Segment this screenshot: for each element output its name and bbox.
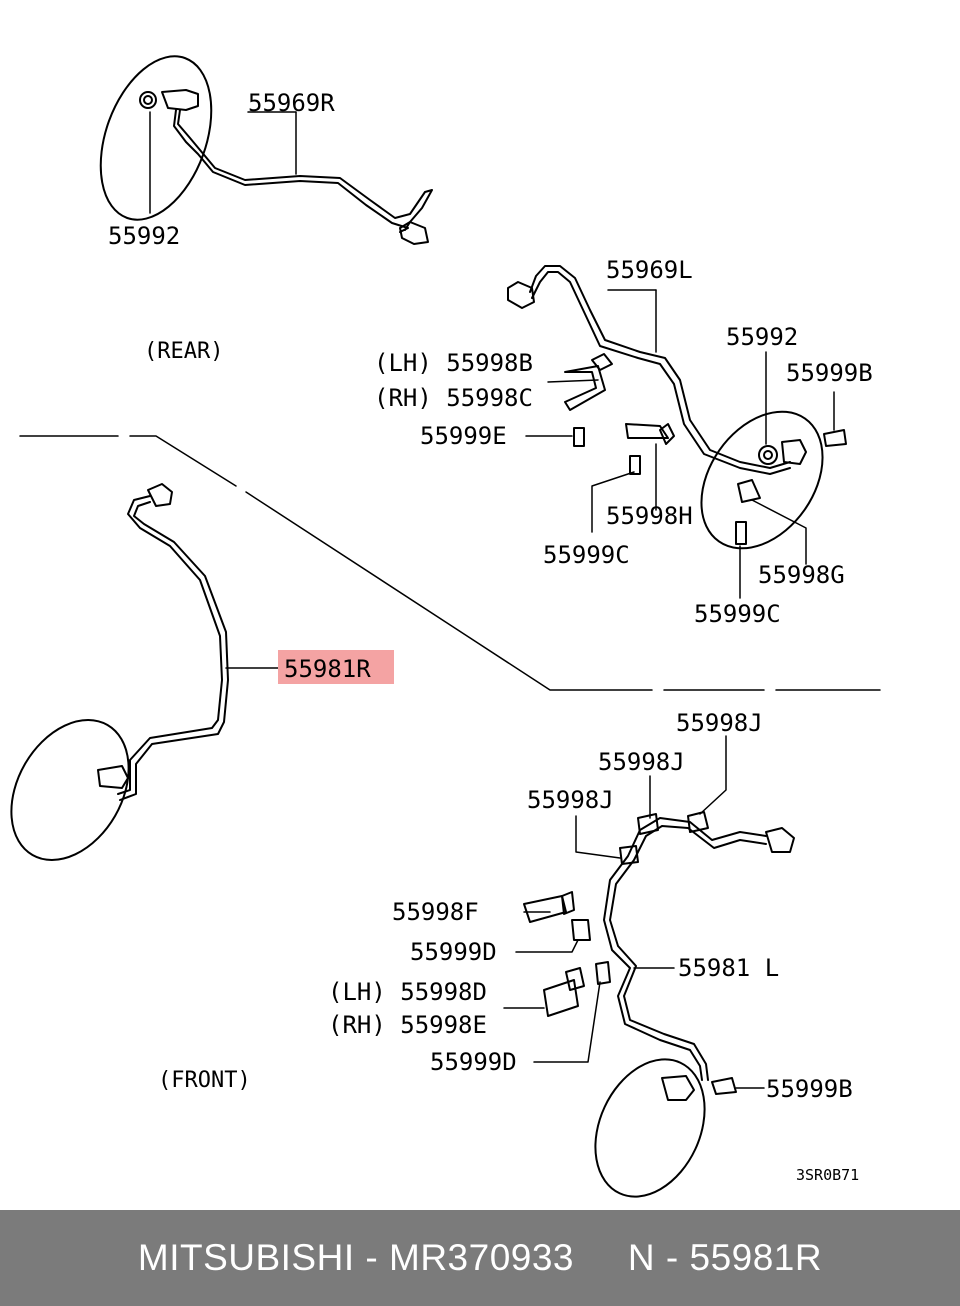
label-55992-a: 55992 (108, 222, 180, 250)
connector-front-left (765, 827, 795, 853)
front-left-hub-outline (594, 1058, 706, 1198)
rear-right-sensor-assembly (99, 55, 433, 245)
sensor-head-rear-right (161, 89, 199, 111)
section-front: (FRONT) (158, 1068, 251, 1093)
footer-bar: MITSUBISHI - MR370933 N - 55981R (0, 1210, 960, 1306)
label-rh-55998E: (RH) 55998E (328, 1011, 487, 1039)
bolt-55999E (573, 427, 585, 447)
bolt-55999D-a (571, 919, 591, 941)
label-55998F: 55998F (392, 898, 479, 926)
highlight-55981R (278, 650, 394, 684)
connector-rear-right (399, 221, 429, 245)
front-right-hub-outline (10, 719, 130, 861)
bracket-55998D (543, 979, 579, 1017)
label-55998H: 55998H (606, 502, 693, 530)
clip-55998J-b (637, 813, 659, 835)
footer-part-info: MITSUBISHI - MR370933 N - 55981R (137, 1237, 823, 1278)
bracket-55998F (523, 895, 567, 923)
clip-55998J-a (619, 845, 639, 865)
bracket-55998B (564, 365, 606, 411)
section-divider-line (19, 435, 881, 691)
label-55999C-b: 55999C (694, 600, 781, 628)
bracket-55998G (737, 479, 761, 503)
rear-left-hub-outline (700, 410, 824, 550)
drawing-code: 3SR0B71 (796, 1166, 859, 1184)
label-55981L: 55981 L (678, 954, 779, 982)
label-55999B-b: 55999B (766, 1075, 853, 1103)
bracket-55998H (625, 423, 669, 439)
bolt-55999D-b (595, 961, 611, 985)
label-rh-55998C: (RH) 55998C (374, 384, 533, 412)
clip-55998J-c (687, 811, 709, 833)
label-55999B-a: 55999B (786, 359, 873, 387)
label-lh-55998D: (LH) 55998D (328, 978, 487, 1006)
sensor-head-front-left (661, 1075, 695, 1101)
label-55998J-c: 55998J (527, 786, 614, 814)
front-right-sensor-assembly (10, 483, 281, 861)
bolt-55999B-a (823, 429, 847, 447)
sensor-head-rear-left (781, 439, 807, 465)
seal-ring-55992-a (139, 91, 157, 109)
rear-right-hub-outline (99, 55, 213, 221)
label-55999C-a: 55999C (543, 541, 630, 569)
label-55999E: 55999E (420, 422, 507, 450)
label-55992-b: 55992 (726, 323, 798, 351)
bolt-55999B-b (711, 1077, 737, 1095)
label-lh-55998B: (LH) 55998B (374, 349, 533, 377)
connector-front-right (147, 483, 173, 507)
label-55969R: 55969R (248, 89, 335, 117)
label-55999D-b: 55999D (430, 1048, 517, 1076)
front-left-sensor-assembly (503, 735, 795, 1198)
rear-left-sensor-assembly (507, 265, 847, 599)
label-55969L: 55969L (606, 256, 693, 284)
section-rear: (REAR) (144, 339, 223, 364)
label-55981R: 55981R (284, 655, 371, 683)
label-55998J-a: 55998J (676, 709, 763, 737)
bolt-55999C-a (629, 455, 641, 475)
parts-diagram: 55969R 55992 (REAR) 55969L 55992 55999B … (10, 55, 881, 1198)
connector-rear-left (507, 281, 535, 309)
label-55999D-a: 55999D (410, 938, 497, 966)
bolt-55999C-b (735, 521, 747, 545)
label-55998J-b: 55998J (598, 748, 685, 776)
label-55998G: 55998G (758, 561, 845, 589)
sensor-head-front-right (97, 765, 129, 789)
seal-ring-55992-b (758, 445, 778, 465)
